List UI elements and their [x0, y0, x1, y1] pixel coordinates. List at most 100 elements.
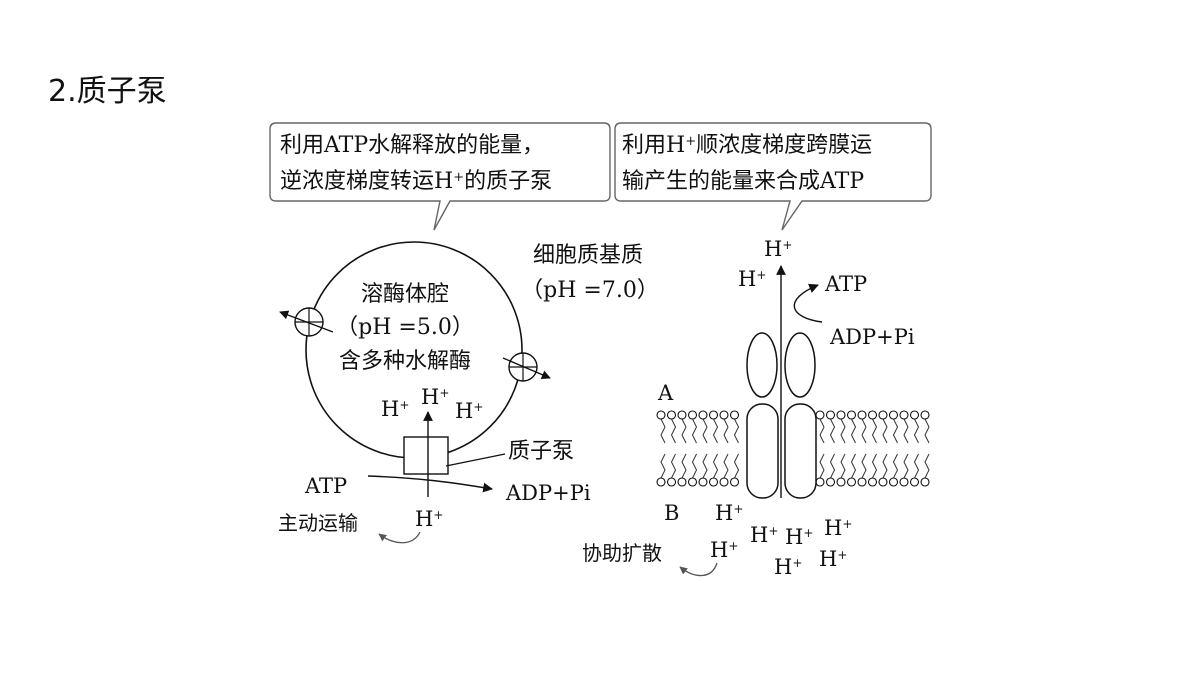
lipid-head — [836, 477, 846, 487]
lipid-tail — [829, 453, 836, 479]
atp-synthesis-arrow — [793, 283, 823, 323]
lipid-head — [857, 477, 867, 487]
channel-icon-right — [502, 352, 551, 382]
lipid-tail — [903, 453, 909, 479]
lipid-head — [888, 410, 899, 420]
lipid-tail — [702, 453, 708, 479]
lipid-head — [656, 410, 666, 420]
lipid-head — [909, 477, 920, 487]
pump-label: 质子泵 — [508, 439, 574, 464]
lipid-head — [825, 410, 836, 420]
lipid-head — [836, 410, 846, 420]
lysosome: 溶酶体腔 （pH =5.0） 含多种水解酶 H+ H+ H+ 质子泵 ATP A… — [278, 241, 591, 544]
lipid-tail — [670, 453, 677, 479]
lipid-tail — [850, 453, 857, 479]
lysosome-adp: ADP+Pi — [505, 481, 591, 505]
side-a-label: A — [657, 381, 674, 405]
lipid-head — [698, 477, 708, 487]
lipid-head — [687, 477, 698, 487]
lipid-tail — [892, 453, 899, 479]
left-callout-line1: 利用ATP水解释放的能量， — [280, 133, 544, 158]
slide-title: 2.质子泵 — [48, 74, 167, 109]
lysosome-ion-3: H+ — [455, 399, 483, 423]
lipid-tail — [819, 418, 825, 444]
lysosome-ion-2: H+ — [421, 385, 449, 409]
lipid-head — [708, 410, 719, 420]
lipid-head — [846, 410, 857, 420]
lipid-head — [698, 410, 708, 420]
membrane-ion-bottom-1: H+ — [715, 501, 743, 525]
right-callout-line2: 输产生的能量来合成ATP — [622, 169, 864, 194]
lipid-tail — [882, 453, 888, 479]
lipid-tail — [913, 418, 920, 444]
lipid-head — [666, 410, 677, 420]
lipid-tail — [681, 453, 687, 479]
atp-hydrolysis-arrow — [367, 475, 493, 493]
facilitated-diffusion-arrow — [679, 562, 718, 577]
right-callout: 利用H+顺浓度梯度跨膜运 输产生的能量来合成ATP — [614, 122, 932, 231]
lipid-tail — [924, 453, 930, 479]
lipid-head — [899, 410, 909, 420]
synthase-head-right — [784, 332, 816, 398]
lysosome-ion-outside: H+ — [415, 507, 443, 531]
lysosome-name: 溶酶体腔 — [361, 282, 449, 307]
cytoplasm-name: 细胞质基质 — [533, 243, 643, 268]
lipid-tail — [840, 453, 846, 479]
lipid-tail — [712, 418, 719, 444]
lipid-head — [815, 410, 825, 420]
lipid-head — [867, 410, 878, 420]
lipid-tail — [840, 418, 846, 444]
lipid-tail — [712, 453, 719, 479]
channel-icon-left — [279, 307, 334, 337]
lipid-tail — [882, 418, 888, 444]
membrane-ion-top-2: H+ — [738, 267, 766, 291]
lipid-tail — [892, 418, 899, 444]
lipid-head — [729, 410, 740, 420]
membrane-ion-bottom-5: H+ — [774, 555, 802, 579]
lipid-head — [920, 477, 930, 487]
lipid-tail — [660, 453, 666, 479]
lipid-head — [719, 410, 729, 420]
lipid-head — [687, 410, 698, 420]
membrane-adp: ADP+Pi — [829, 325, 915, 349]
lipid-tail — [861, 453, 867, 479]
membrane-ion-bottom-3: H+ — [785, 525, 813, 549]
lipid-head — [867, 477, 878, 487]
lipid-head — [666, 477, 677, 487]
lipid-tail — [850, 418, 857, 444]
lipid-head — [899, 477, 909, 487]
lipid-head — [909, 410, 920, 420]
membrane-ion-bottom-6: H+ — [819, 547, 847, 571]
active-transport-arrow — [378, 531, 421, 544]
lipid-head — [677, 410, 687, 420]
lipid-tail — [871, 453, 878, 479]
proton-pump-box — [403, 436, 449, 475]
lipid-tail — [913, 453, 920, 479]
right-callout-line1: 利用H+顺浓度梯度跨膜运 — [622, 133, 872, 158]
lipid-tail — [871, 418, 878, 444]
lipid-tail — [733, 418, 740, 444]
lipid-head — [708, 477, 719, 487]
membrane-ion-bottom-4: H+ — [824, 516, 852, 540]
lipid-tail — [691, 418, 698, 444]
side-b-label: B — [664, 501, 679, 525]
lipid-tail — [819, 453, 825, 479]
membrane-atp: ATP — [824, 272, 867, 296]
lipid-tail — [924, 418, 930, 444]
lipid-tail — [670, 418, 677, 444]
left-callout: 利用ATP水解释放的能量， 逆浓度梯度转运H+的质子泵 — [269, 122, 611, 231]
lipid-head — [857, 410, 867, 420]
lipid-tail — [829, 418, 836, 444]
lipid-head — [719, 477, 729, 487]
active-transport-label: 主动运输 — [278, 511, 358, 535]
lipid-tail — [702, 418, 708, 444]
lipid-tail — [861, 418, 867, 444]
synthase-channel-left — [746, 403, 779, 499]
lipid-tail — [723, 418, 729, 444]
synthase-head-left — [746, 332, 778, 398]
lipid-head — [815, 477, 825, 487]
lysosome-ion-1: H+ — [381, 397, 409, 421]
lipid-bilayer — [656, 410, 930, 487]
